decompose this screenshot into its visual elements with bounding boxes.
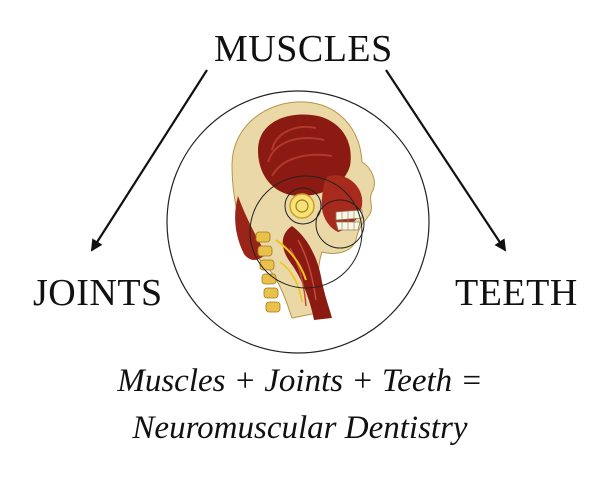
arrow-muscles-to-joints bbox=[90, 69, 208, 252]
equation-line-1: Muscles + Joints + Teeth = bbox=[117, 363, 483, 399]
node-label-teeth: TEETH bbox=[455, 272, 578, 314]
tmj-joint-marker bbox=[289, 193, 315, 219]
inner-circle-large bbox=[249, 175, 363, 289]
neck-muscle bbox=[282, 226, 332, 320]
outer-circle bbox=[166, 90, 430, 354]
node-label-joints: JOINTS bbox=[33, 272, 163, 314]
arrow-muscles-to-teeth bbox=[385, 69, 507, 252]
inner-circle-joint bbox=[284, 187, 322, 225]
node-label-muscles: MUSCLES bbox=[214, 28, 393, 70]
teeth bbox=[335, 209, 363, 231]
head-anatomy-illustration bbox=[231, 101, 375, 320]
equation-line-2: Neuromuscular Dentistry bbox=[132, 410, 468, 446]
inner-circle-teeth bbox=[315, 199, 365, 249]
